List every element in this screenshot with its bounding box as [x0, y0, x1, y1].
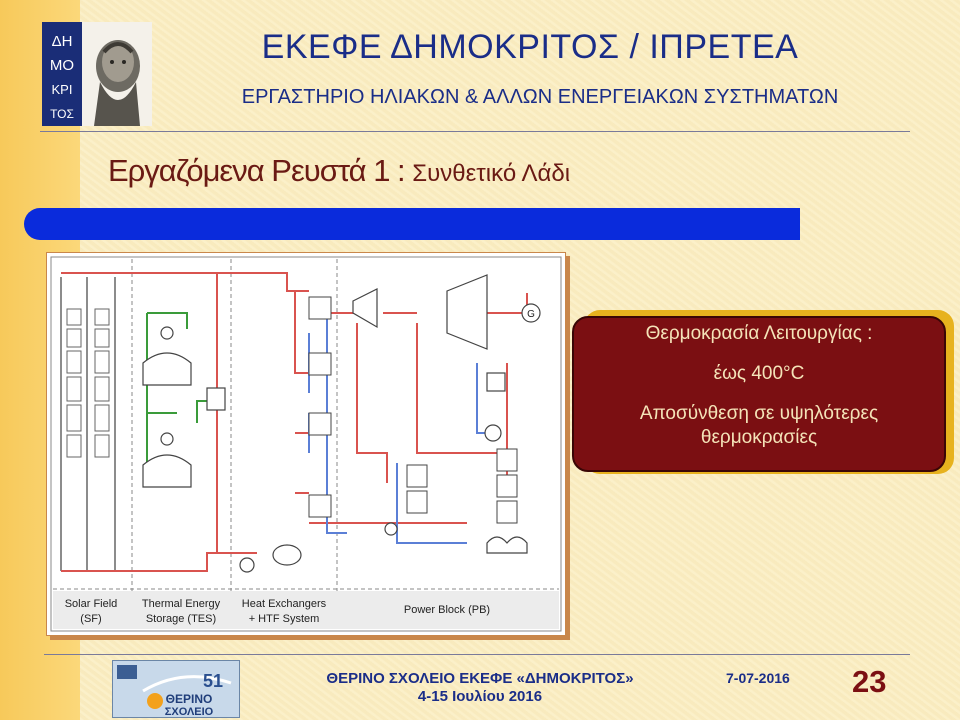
logo-letter-strip: ΔΗ ΜΟ ΚΡΙ ΤΟΣ	[42, 22, 82, 126]
logo-letters-3: ΚΡΙ	[52, 82, 73, 97]
section-sublabel-storage: Storage (TES)	[146, 613, 216, 625]
section-label-power-block: Power Block (PB)	[404, 604, 490, 616]
logo-letters-graphic: ΔΗ ΜΟ ΚΡΙ ΤΟΣ	[50, 33, 74, 121]
logo-word-school: ΣΧΟΛΕΙΟ	[165, 706, 214, 717]
footer-event-dates: 4-15 Ιουλίου 2016	[417, 688, 543, 705]
section-label-solar-field: Solar Field	[65, 598, 118, 610]
schematic-graphic: G Solar Field (SF) Thermal Energy Storag…	[50, 256, 562, 632]
summer-school-logo-graphic: 51 ΘΕΡΙΝΟ ΣΧΟΛΕΙΟ	[113, 661, 239, 717]
slide-heading-sub: Συνθετικό Λάδι	[412, 160, 571, 187]
section-label-heat-exchangers: Heat Exchangers	[242, 598, 327, 610]
democritus-logo: ΔΗ ΜΟ ΚΡΙ ΤΟΣ	[42, 22, 152, 126]
logo-letters-2: ΜΟ	[50, 57, 74, 74]
solar-collectors	[66, 308, 110, 458]
slide-heading: Εργαζόμενα Ρευστά 1 : Συνθετικό Λάδι	[108, 153, 570, 189]
logo-letters-4: ΤΟΣ	[50, 107, 74, 121]
decorative-blue-bar	[24, 208, 800, 240]
section-sublabel-heat-exchangers: + HTF System	[249, 613, 320, 625]
page-subtitle: ΕΡΓΑΣΤΗΡΙΟ ΗΛΙΑΚΩΝ & ΑΛΛΩΝ ΕΝΕΡΓΕΙΑΚΩΝ Σ…	[241, 86, 839, 108]
callout-line-2: έως 400°C	[713, 363, 805, 384]
header-divider	[40, 131, 910, 132]
logo-number-51: 51	[203, 671, 223, 691]
generator-label: G	[527, 309, 535, 320]
footer-date: 7-07-2016	[726, 670, 790, 686]
logo-letters-1: ΔΗ	[52, 33, 73, 50]
slide-heading-main: Εργαζόμενα Ρευστά 1 :	[108, 153, 413, 188]
callout-line-3: Αποσύνθεση σε υψηλότερες	[639, 403, 879, 424]
callout-line-4: θερμοκρασίες	[700, 427, 818, 448]
callout-line-1: Θερμοκρασία Λειτουργίας :	[645, 323, 873, 344]
operating-temperature-callout: Θερμοκρασία Λειτουργίας : έως 400°C Αποσ…	[572, 316, 946, 472]
democritus-bust-image	[82, 22, 152, 126]
footer-divider	[44, 654, 910, 655]
section-label-storage: Thermal Energy	[142, 598, 221, 610]
storage-tanks	[142, 326, 226, 488]
page-title: ΕΚΕΦΕ ΔΗΜΟΚΡΙΤΟΣ / ΙΠΡΕΤΕΑ	[261, 28, 799, 66]
section-sublabel-solar-field: (SF)	[80, 613, 101, 625]
csp-plant-schematic: G Solar Field (SF) Thermal Energy Storag…	[46, 252, 566, 636]
heat-exchangers	[308, 296, 518, 524]
logo-word-summer: ΘΕΡΙΝΟ	[166, 692, 213, 706]
page-number: 23	[852, 664, 887, 699]
footer-event-name: ΘΕΡΙΝΟ ΣΧΟΛΕΙΟ ΕΚΕΦΕ «ΔΗΜΟΚΡΙΤΟΣ»	[326, 670, 634, 687]
footer-event: ΘΕΡΙΝΟ ΣΧΟΛΕΙΟ ΕΚΕΦΕ «ΔΗΜΟΚΡΙΤΟΣ» 4-15 Ι…	[300, 670, 660, 706]
summer-school-logo: 51 ΘΕΡΙΝΟ ΣΧΟΛΕΙΟ	[112, 660, 240, 718]
turbines	[239, 274, 541, 573]
